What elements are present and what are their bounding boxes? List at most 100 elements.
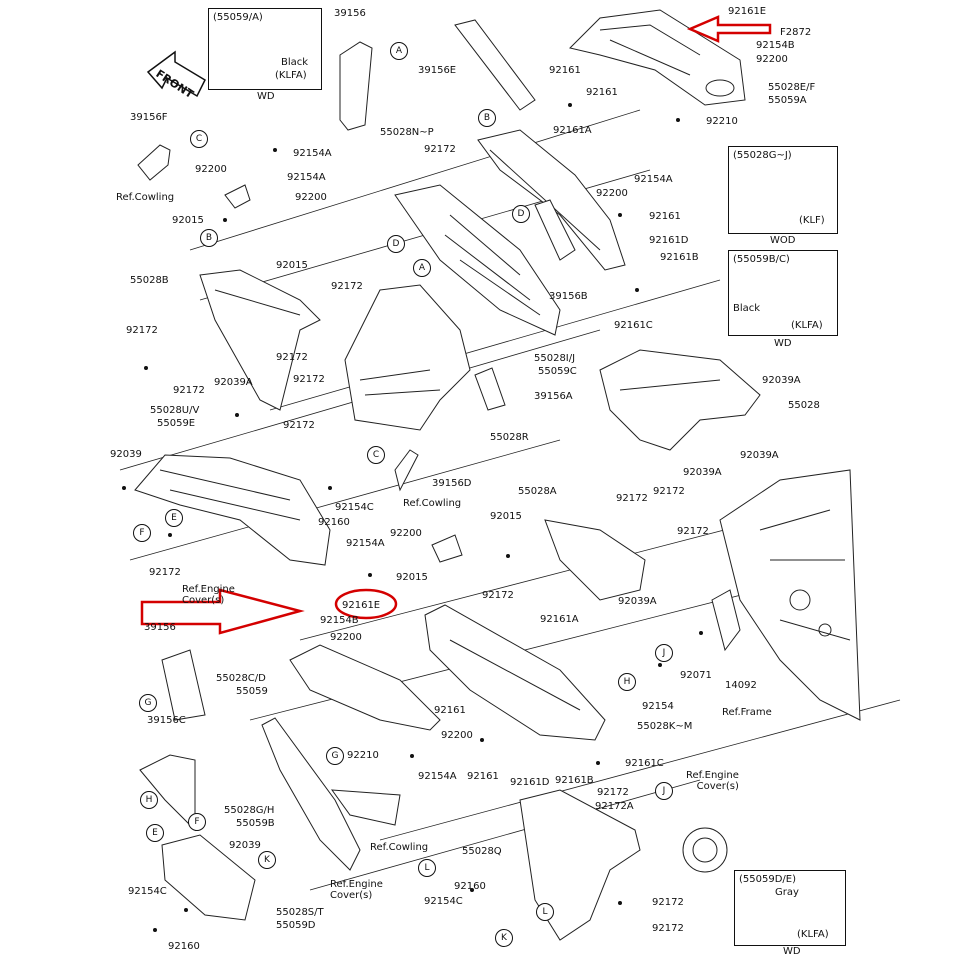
part-label: 55028B xyxy=(130,275,169,286)
inset-code: (55059D/E) xyxy=(739,874,797,885)
callout-circle: C xyxy=(367,446,385,464)
part-label: 39156C xyxy=(147,715,186,726)
part-label: Ref.Engine Cover(s) xyxy=(686,770,739,792)
callout-circle: K xyxy=(258,851,276,869)
callout-circle: E xyxy=(165,509,183,527)
part-label: 55059E xyxy=(157,418,196,429)
part-label: 92200 xyxy=(330,632,362,643)
inset-caption: WD xyxy=(774,338,792,349)
bracket-left-shape xyxy=(224,184,251,209)
part-label: 92200 xyxy=(756,54,788,65)
callout-circle: G xyxy=(139,694,157,712)
part-label: Ref.Cowling xyxy=(403,498,462,509)
callout-circle: L xyxy=(418,859,436,877)
inset-right-middle: (55059B/C) Black (KLFA) xyxy=(728,250,838,336)
inner-panel-shape xyxy=(394,184,561,336)
part-label: 92154C xyxy=(128,886,167,897)
upper-cowl-shape xyxy=(569,9,746,106)
inset-model: (KLFA) xyxy=(791,320,823,331)
part-label: 92015 xyxy=(276,260,308,271)
part-label: 55028S/T xyxy=(276,907,324,918)
front-arrow-icon xyxy=(146,50,206,98)
bracket-14092-shape xyxy=(711,589,741,652)
part-label: Ref.Cowling xyxy=(370,842,429,853)
panel-st-shape xyxy=(161,834,256,921)
engine-cover-ref-shape xyxy=(682,827,728,873)
pad-39156F-shape xyxy=(137,144,171,181)
callout-circle: D xyxy=(512,205,530,223)
part-label: 39156D xyxy=(432,478,472,489)
part-label: 92039 xyxy=(110,449,142,460)
part-label: F2872 xyxy=(780,27,812,38)
inset-caption: WD xyxy=(257,91,275,102)
part-label: 92172 xyxy=(652,923,684,934)
inner-cover-55028-shape xyxy=(599,349,761,451)
fairing-55028A-shape xyxy=(544,519,646,601)
callout-circle: D xyxy=(387,235,405,253)
part-label: 92210 xyxy=(347,750,379,761)
part-label: 92071 xyxy=(680,670,712,681)
callout-circle: K xyxy=(495,929,513,947)
lower-panel-gh-shape xyxy=(261,717,361,871)
part-label: 92160 xyxy=(454,881,486,892)
part-label: 92172 xyxy=(283,420,315,431)
callout-circle: B xyxy=(200,229,218,247)
callout-circle: F xyxy=(133,524,151,542)
part-label: 92161B xyxy=(555,775,594,786)
inset-right-upper: (55028G~J) (KLF) xyxy=(728,146,838,234)
side-panel-np-shape xyxy=(477,129,626,271)
part-label: 55028K~M xyxy=(637,721,693,732)
part-label: 92154A xyxy=(287,172,326,183)
part-label: 39156B xyxy=(549,291,588,302)
part-label: 92154A xyxy=(634,174,673,185)
part-label: 92172 xyxy=(149,567,181,578)
pad-39156C-shape xyxy=(139,754,196,832)
part-label: 92172 xyxy=(331,281,363,292)
part-label: 92172 xyxy=(424,144,456,155)
red-circle-highlight xyxy=(334,588,398,620)
highlight-marks xyxy=(140,15,772,635)
part-label: 92200 xyxy=(295,192,327,203)
part-label: 55028N~P xyxy=(380,127,434,138)
part-label: 55028 xyxy=(788,400,820,411)
part-label: 39156A xyxy=(534,391,573,402)
part-label: 92154A xyxy=(418,771,457,782)
part-label: 92161C xyxy=(625,758,664,769)
callout-circle: A xyxy=(390,42,408,60)
pad-39156A-shape xyxy=(474,367,506,411)
part-label: 92039 xyxy=(229,840,261,851)
inset-bottom-right: (55059D/E) Gray (KLFA) xyxy=(734,870,846,946)
part-label: 55028G/H xyxy=(224,805,275,816)
part-label: 92172 xyxy=(616,493,648,504)
callout-circle: J xyxy=(655,782,673,800)
pad-39156-shape xyxy=(339,41,373,131)
callout-circle: L xyxy=(536,903,554,921)
part-label: 92172 xyxy=(276,352,308,363)
callout-circle: E xyxy=(146,824,164,842)
part-label: 39156F xyxy=(130,112,168,123)
pad-39156B-shape xyxy=(534,199,576,261)
part-label: 92015 xyxy=(172,215,204,226)
part-label: Ref.Engine Cover(s) xyxy=(182,584,235,606)
part-label: 92161C xyxy=(614,320,653,331)
bracket-center-shape xyxy=(431,534,463,563)
callout-circle: F xyxy=(188,813,206,831)
part-label: 55059C xyxy=(538,366,577,377)
red-arrow-mid-icon xyxy=(140,588,305,635)
part-label: 92154C xyxy=(335,502,374,513)
side-panel-km-shape xyxy=(424,604,606,741)
part-label: Ref.Frame xyxy=(722,707,772,718)
part-label: 92172 xyxy=(293,374,325,385)
red-arrow-top-icon xyxy=(686,15,772,43)
part-label: 92210 xyxy=(706,116,738,127)
part-label: 92161 xyxy=(649,211,681,222)
part-label: 55028A xyxy=(518,486,557,497)
part-label: 92161A xyxy=(540,614,579,625)
inset-code: (55059/A) xyxy=(213,12,263,23)
callout-circle: J xyxy=(655,644,673,662)
inset-code: (55059B/C) xyxy=(733,254,790,265)
part-label: 55059 xyxy=(236,686,268,697)
callout-circle: H xyxy=(618,673,636,691)
callout-circle: H xyxy=(140,791,158,809)
